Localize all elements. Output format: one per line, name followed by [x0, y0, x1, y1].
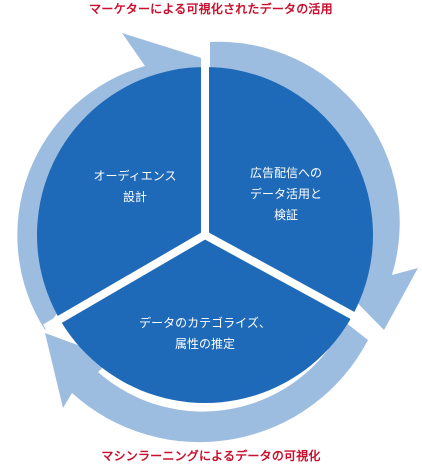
- segment-label-line: 設計: [122, 190, 147, 204]
- divider-left: [42, 231, 208, 332]
- segment-label-line: 広告配信への: [249, 166, 322, 180]
- top-caption: マーケターによる可視化されたデータの活用: [89, 2, 333, 16]
- bottom-caption: マシンラーニングによるデータの可視化: [101, 449, 321, 463]
- segment-label-categorization: データのカテゴライズ、 属性の推定: [120, 313, 290, 355]
- segment-label-line: データのカテゴライズ、: [139, 316, 271, 330]
- segment-label-line: オーディエンス: [93, 169, 177, 183]
- segment-label-line: 属性の推定: [174, 337, 235, 351]
- segment-label-line: データ活用と: [249, 187, 322, 201]
- segment-label-audience-design: オーディエンス 設計: [80, 166, 190, 208]
- arrow-right-to-left: [45, 322, 368, 443]
- segment-label-ad-delivery: 広告配信への データ活用と 検証: [225, 163, 347, 226]
- divider-right: [203, 231, 372, 329]
- cycle-pie: [37, 55, 373, 403]
- segment-label-line: 検証: [273, 208, 298, 222]
